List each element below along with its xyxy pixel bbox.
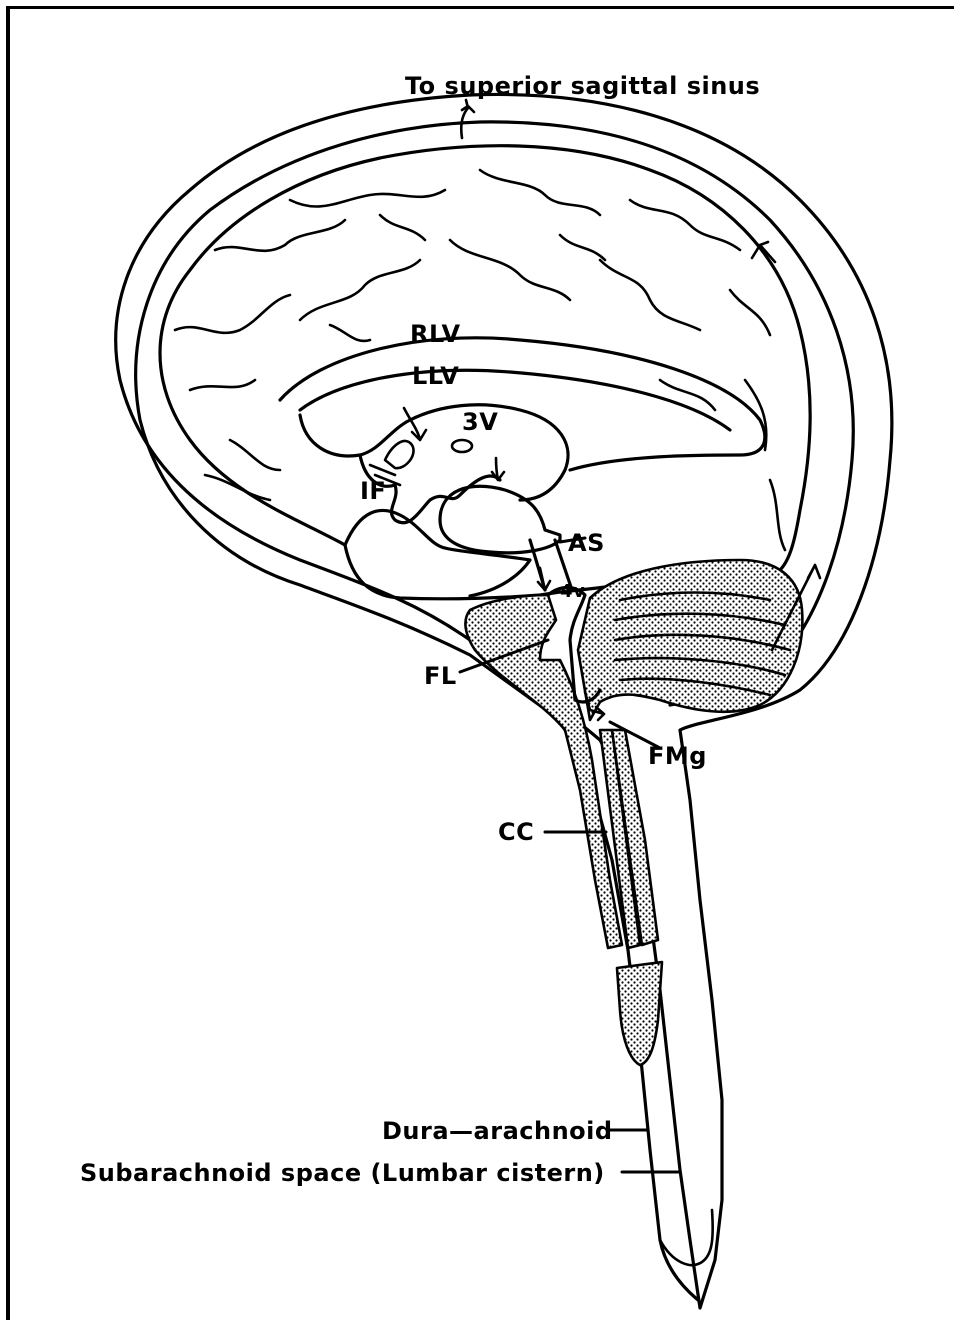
label-3v: 3V [462,408,498,436]
label-if: IF [360,477,386,505]
corpus-callosum-outer [280,338,765,470]
conus-segment [617,962,662,1065]
label-4v: 4v [560,581,585,602]
label-fmg: FMg [648,742,707,770]
label-dura-arachnoid: Dura—arachnoid [382,1117,613,1145]
gyri-lines [175,170,785,550]
label-fl: FL [424,662,457,690]
corpus-callosum-inner [300,370,730,430]
label-subarachnoid-space: Subarachnoid space (Lumbar cistern) [80,1159,605,1187]
label-as: AS [568,529,605,557]
label-llv: LLV [412,362,459,390]
interthalamic-adhesion [452,440,472,452]
cortex-outline [160,146,810,599]
label-rlv: RLV [410,320,461,348]
label-superior-sagittal-sinus: To superior sagittal sinus [405,72,760,100]
label-cc: CC [498,818,534,846]
interventricular-foramen [385,441,414,468]
lateral-ventricle-floor [300,405,568,500]
